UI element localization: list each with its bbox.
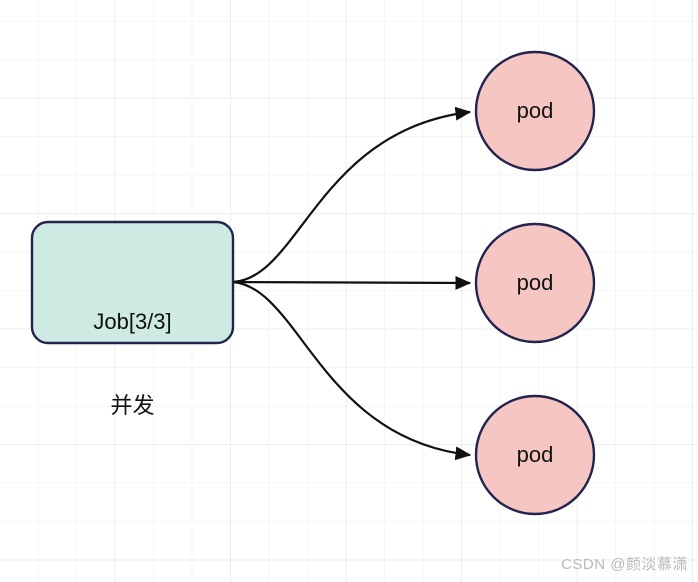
pod-node-2[interactable] [474,222,596,344]
edge-group [232,106,472,461]
edge-job-to-pod-3[interactable] [232,280,472,461]
csdn-watermark: CSDN @颜淡慕潇 [561,556,688,573]
job-node[interactable] [30,220,235,345]
pod-node-3[interactable] [474,394,596,516]
node-group [30,50,596,516]
edge-job-to-pod-1[interactable] [232,106,472,284]
edge-job-to-pod-2[interactable] [232,275,472,290]
pod-node-1[interactable] [474,50,596,172]
